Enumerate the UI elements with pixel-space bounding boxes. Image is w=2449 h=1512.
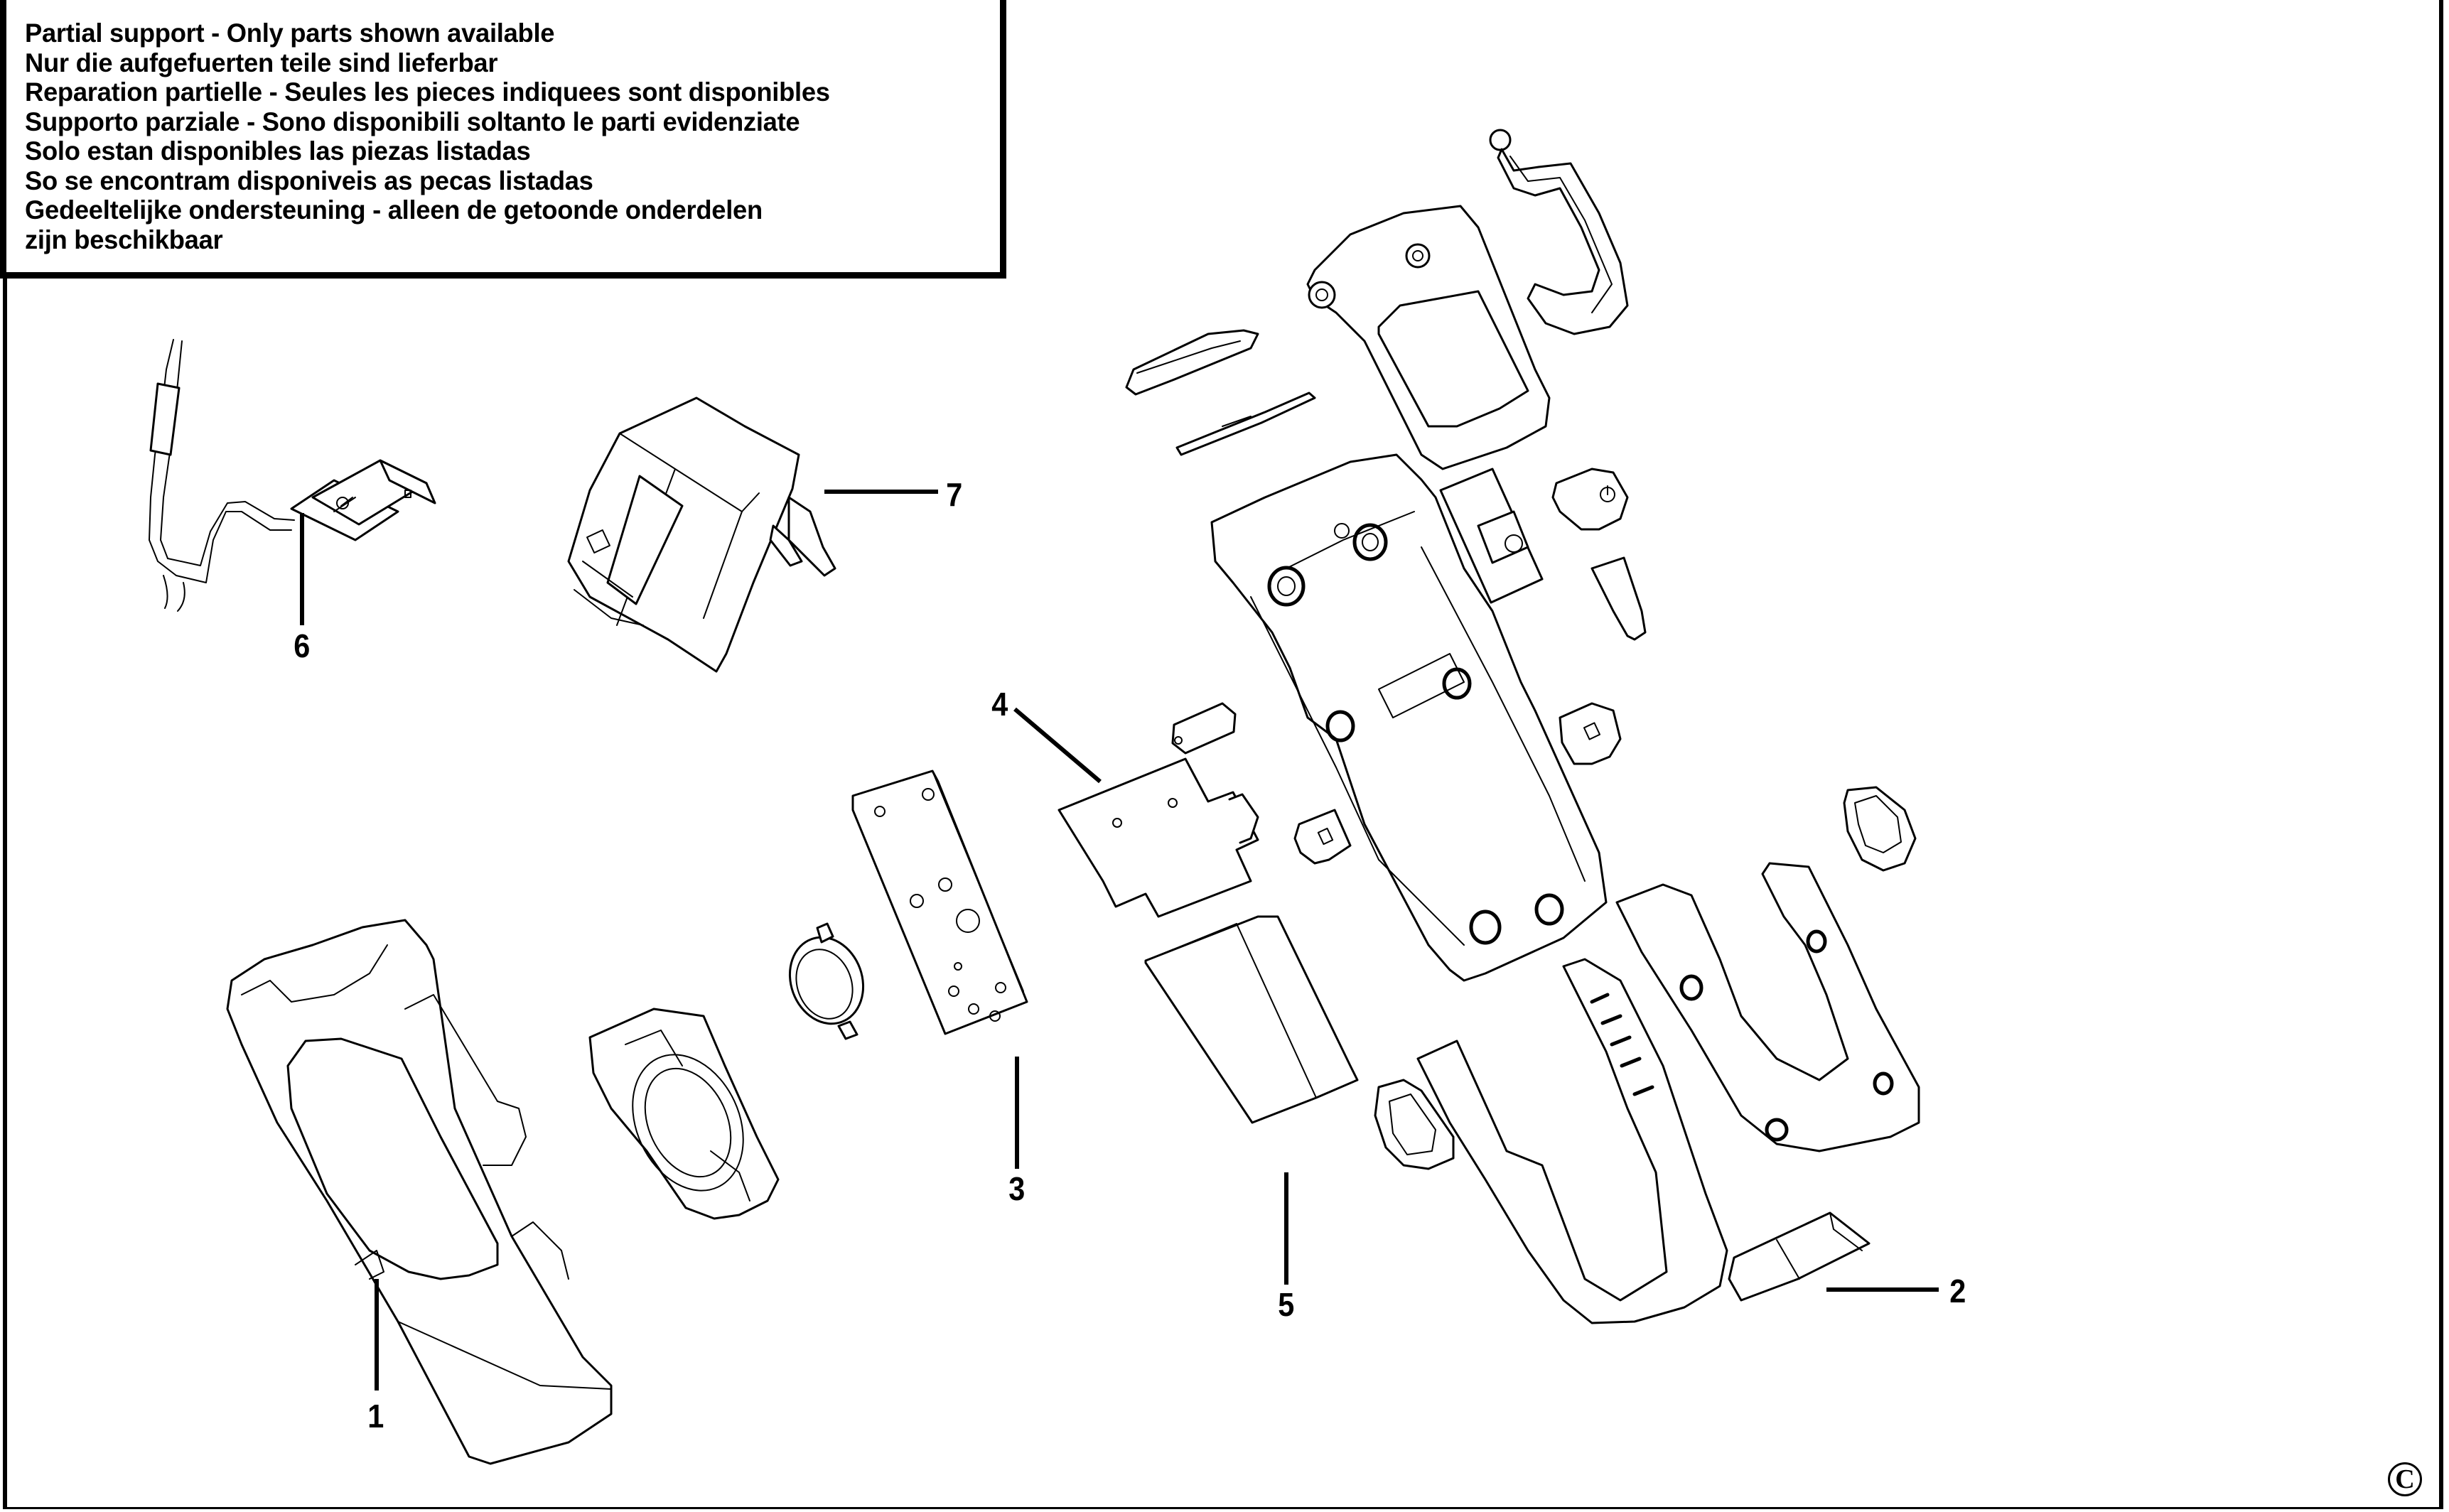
octagonal-knob-left-part[interactable] [1374,1079,1455,1170]
handle-rear-part[interactable] [1615,862,1920,1152]
battery-part[interactable] [1144,915,1359,1124]
callout-4[interactable]: 4 [991,686,1008,723]
led-board-part[interactable] [851,770,1028,1035]
bushing-left-part[interactable] [1293,809,1352,865]
leader-line-4 [1013,707,1102,784]
notice-line-fr: Reparation partielle - Seules les pieces… [25,77,830,107]
front-housing-part[interactable] [226,919,613,1465]
notice-line-nl: Gedeeltelijke ondersteuning - alleen de … [25,195,763,225]
octagonal-knob-right-part[interactable] [1843,786,1917,872]
hanging-hook-part[interactable] [1489,129,1629,335]
led-disc-part[interactable] [778,922,875,1040]
control-board-part[interactable] [1057,757,1259,918]
callout-5[interactable]: 5 [1278,1286,1295,1323]
notice-line-nl-cont: zijn beschikbaar [25,224,223,254]
callout-3[interactable]: 3 [1008,1170,1026,1207]
notice-line-pt: So se encontram disponiveis as pecas lis… [25,165,593,195]
callout-6[interactable]: 6 [294,627,311,664]
cover-plate-part[interactable] [1125,329,1259,396]
top-cap-part[interactable] [1306,205,1551,470]
callout-2[interactable]: 2 [1949,1273,1966,1310]
copyright-letter: C [2395,1464,2415,1494]
copyright-icon: C [2388,1462,2422,1496]
callout-1[interactable]: 1 [367,1398,384,1435]
gasket-strip-part[interactable] [1175,392,1316,456]
usb-port-part[interactable] [1590,556,1647,641]
foot-pad-part[interactable] [1728,1211,1871,1302]
callout-7[interactable]: 7 [946,476,963,513]
power-button-part[interactable] [1551,468,1629,531]
notice-line-es: Solo estan disponibles las piezas listad… [25,136,531,166]
charger-adapter-part[interactable] [567,396,836,673]
page-frame [3,0,2443,1509]
notice-line-it: Supporto parziale - Sono disponibili sol… [25,106,800,136]
usb-cable-part[interactable] [149,339,436,612]
lens-frame-part[interactable] [588,1008,780,1220]
notice-line-en: Partial support - Only parts shown avail… [25,18,555,48]
notice-line-de: Nur die aufgefuerten teile sind lieferba… [25,47,498,77]
handle-front-part[interactable] [1416,958,1728,1324]
availability-notice: Partial support - Only parts shown avail… [0,0,1006,279]
bushing-right-part[interactable] [1559,702,1622,765]
rear-housing-part[interactable] [1210,453,1608,982]
spacer-cylinder-part[interactable] [1171,702,1237,755]
switch-board-part[interactable] [1439,468,1544,604]
